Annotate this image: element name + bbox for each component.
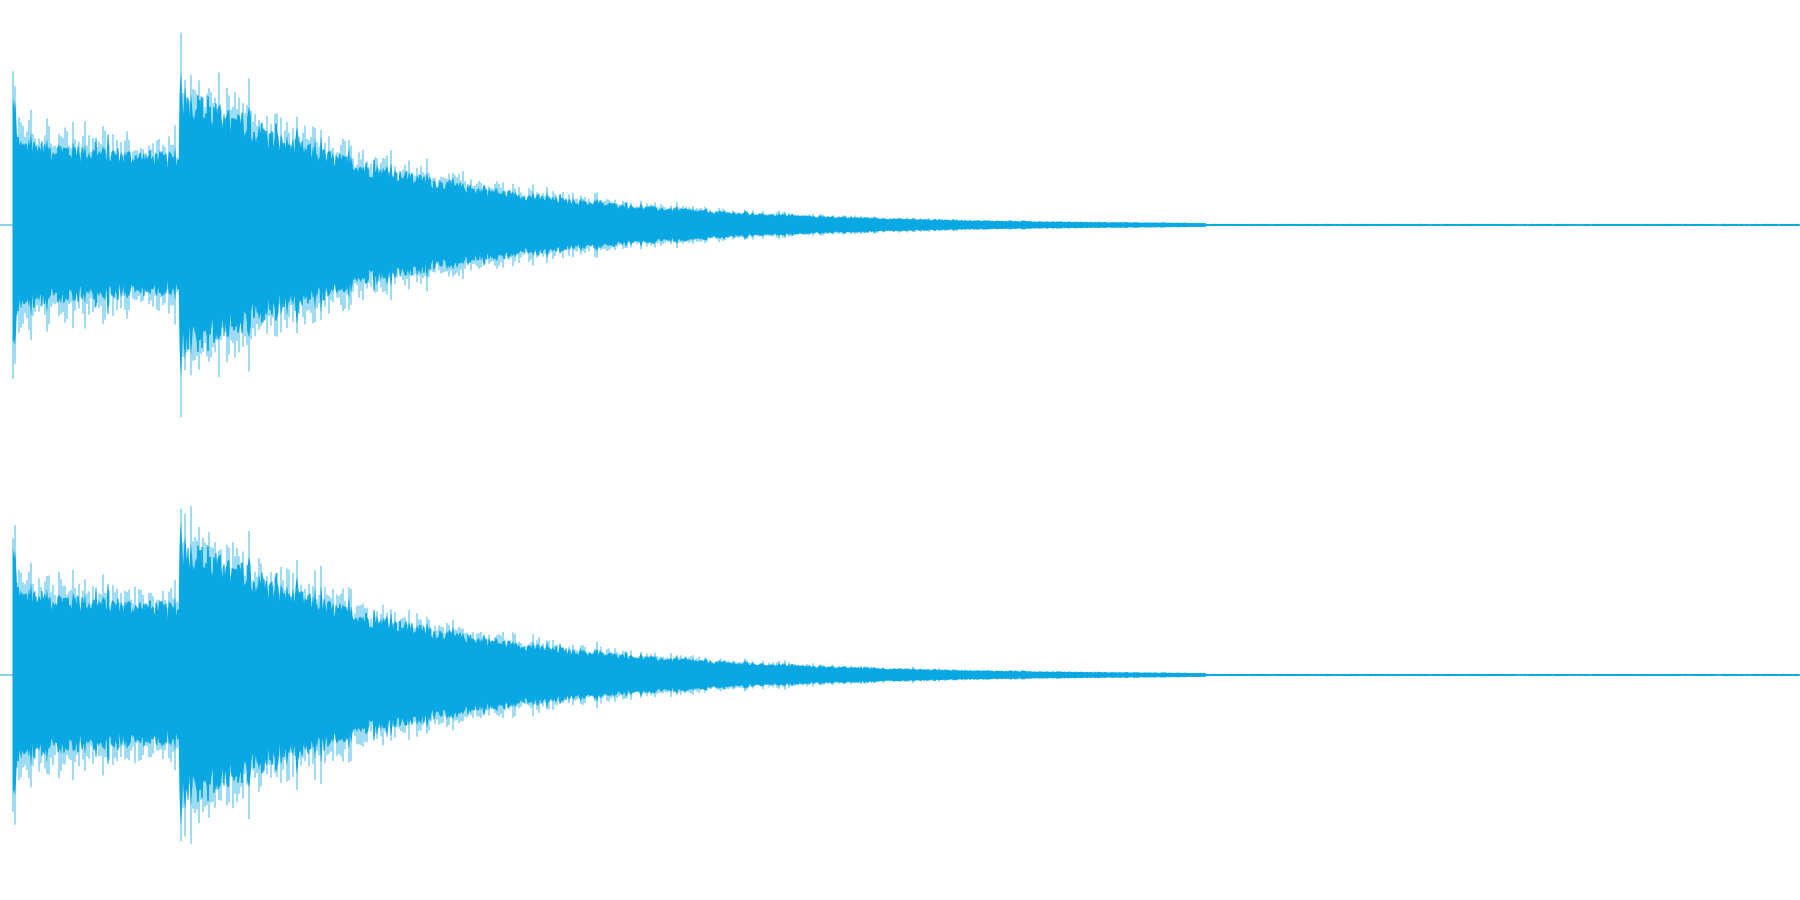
waveform-left-svg xyxy=(0,32,1800,418)
waveform-right-svg xyxy=(0,506,1800,844)
left-spikes xyxy=(12,32,1206,418)
waveform-channel-right xyxy=(0,450,1800,900)
waveform-channel-left xyxy=(0,32,1800,418)
right-spikes xyxy=(12,506,1206,844)
